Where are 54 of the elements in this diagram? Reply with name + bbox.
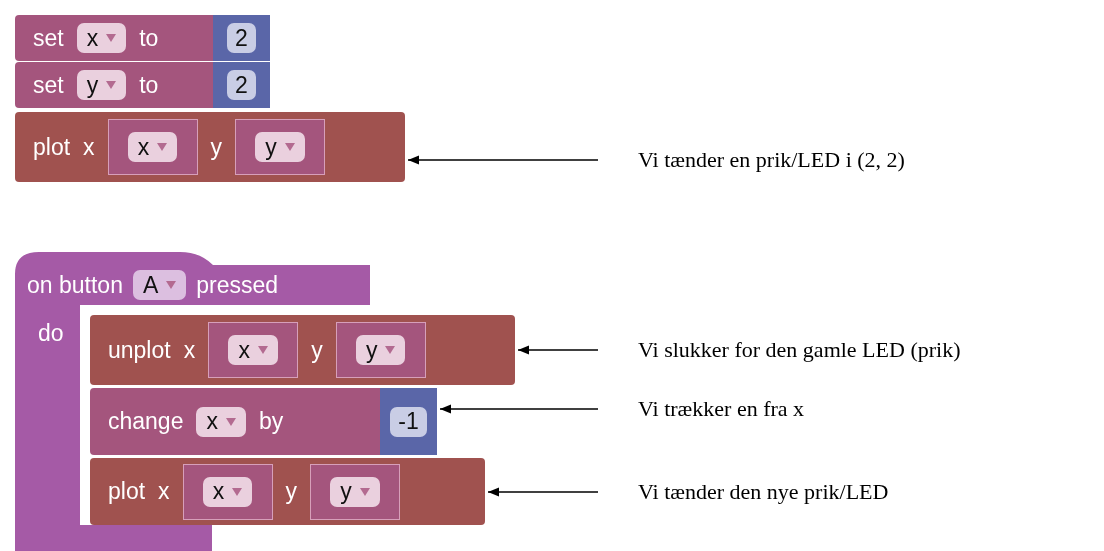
- plot-block: [90, 458, 485, 525]
- block-label: x: [158, 478, 170, 505]
- block-label: y: [285, 478, 298, 505]
- block-label: set: [33, 24, 64, 52]
- unplot-block: [90, 315, 515, 385]
- annotation-text: Vi trækker en fra x: [598, 394, 805, 424]
- block-label: y: [311, 336, 323, 364]
- block-label: to: [139, 24, 159, 52]
- arrow: [407, 155, 599, 165]
- block-label: on button: [27, 271, 123, 299]
- variable-block: [310, 463, 401, 520]
- block-label: x: [83, 133, 95, 161]
- dropdown-field: x: [196, 406, 246, 437]
- block-label: change: [108, 408, 184, 435]
- set-block: [15, 15, 270, 61]
- arrow: [487, 487, 599, 497]
- dropdown-field: y: [330, 476, 380, 507]
- variable-block: [208, 322, 299, 378]
- block-label: do: [38, 320, 64, 347]
- dropdown-field: y: [76, 70, 127, 100]
- number-block: [213, 15, 270, 61]
- variable-block: [182, 463, 273, 520]
- block-label: x: [183, 336, 196, 364]
- plot-block: [15, 112, 405, 182]
- variable-block: [335, 322, 426, 378]
- block-label: plot: [108, 478, 146, 505]
- block-label: to: [139, 71, 159, 99]
- dropdown-field: A: [132, 270, 187, 300]
- annotation-text: Vi tænder den nye prik/LED: [598, 477, 889, 507]
- variable-block: [235, 119, 326, 175]
- set-block: [15, 62, 270, 108]
- annotation-text: Vi slukker for den gamle LED (prik): [598, 335, 961, 365]
- annotation-text: Vi tænder en prik/LED i (2, 2): [598, 145, 905, 175]
- dropdown-field: x: [127, 132, 178, 162]
- block-label: plot: [33, 133, 71, 161]
- block-label: by: [258, 408, 284, 435]
- arrow: [517, 345, 599, 355]
- number-field: 2: [227, 70, 256, 100]
- number-field: -1: [390, 406, 427, 437]
- change-block: [90, 388, 437, 455]
- dropdown-field: y: [255, 132, 305, 162]
- number-field: 2: [227, 23, 256, 53]
- number-block: [380, 388, 437, 455]
- block-label: set: [33, 71, 64, 99]
- dropdown-field: x: [228, 335, 278, 365]
- number-block: [213, 62, 270, 108]
- dropdown-field: x: [202, 476, 253, 507]
- block-label: unplot: [108, 336, 171, 364]
- block-label: pressed: [196, 271, 279, 299]
- variable-block: [107, 119, 198, 175]
- arrow: [439, 404, 599, 414]
- dropdown-field: y: [355, 335, 406, 365]
- dropdown-field: x: [76, 23, 127, 53]
- block-label: y: [210, 133, 223, 161]
